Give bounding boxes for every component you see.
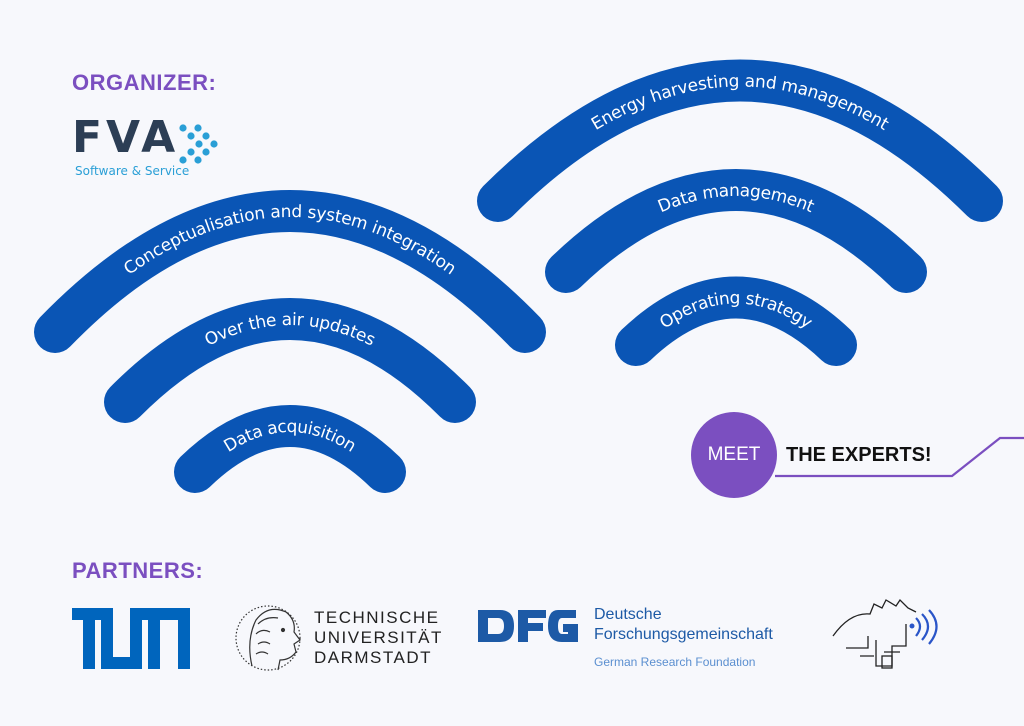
tud-name-line: TECHNISCHE	[314, 608, 440, 627]
meet-label: MEET	[707, 444, 761, 465]
arc-right-middle	[545, 169, 927, 293]
arc-left-middle	[104, 298, 476, 423]
left-arc-group	[34, 190, 546, 493]
dfg-name-line: Forschungsgemeinschaft	[594, 626, 773, 643]
organizer-heading: ORGANIZER:	[72, 70, 217, 95]
tud-athena-emblem	[235, 605, 301, 671]
meet-badge: MEET	[691, 412, 777, 498]
fva-logo-text: FVA	[72, 112, 180, 163]
arc-left-outer	[34, 190, 546, 353]
dfg-subtitle: German Research Foundation	[594, 655, 756, 669]
right-arc-group	[477, 59, 1003, 366]
project-gear-emblem	[832, 598, 938, 669]
tud-name-line: DARMSTADT	[314, 648, 433, 667]
tud-name: TECHNISCHE UNIVERSITÄT DARMSTADT	[314, 608, 443, 668]
dfg-name-line: Deutsche	[594, 606, 662, 623]
arc-left-inner	[174, 405, 406, 493]
callout-line	[775, 436, 1024, 478]
arc-right-outer	[477, 59, 1003, 222]
tud-name-line: UNIVERSITÄT	[314, 628, 443, 647]
dfg-logo	[478, 610, 578, 642]
dfg-name: Deutsche Forschungsgemeinschaft	[594, 605, 773, 645]
tum-logo	[72, 608, 190, 669]
fva-logo-subtitle: Software & Service	[75, 164, 190, 178]
experts-label: THE EXPERTS!	[786, 444, 932, 466]
partners-heading: PARTNERS:	[72, 558, 204, 583]
arc-right-inner	[615, 276, 857, 366]
fva-chevrons-icon	[179, 124, 218, 164]
topic-label: Conceptualisation and system integration	[120, 202, 459, 279]
